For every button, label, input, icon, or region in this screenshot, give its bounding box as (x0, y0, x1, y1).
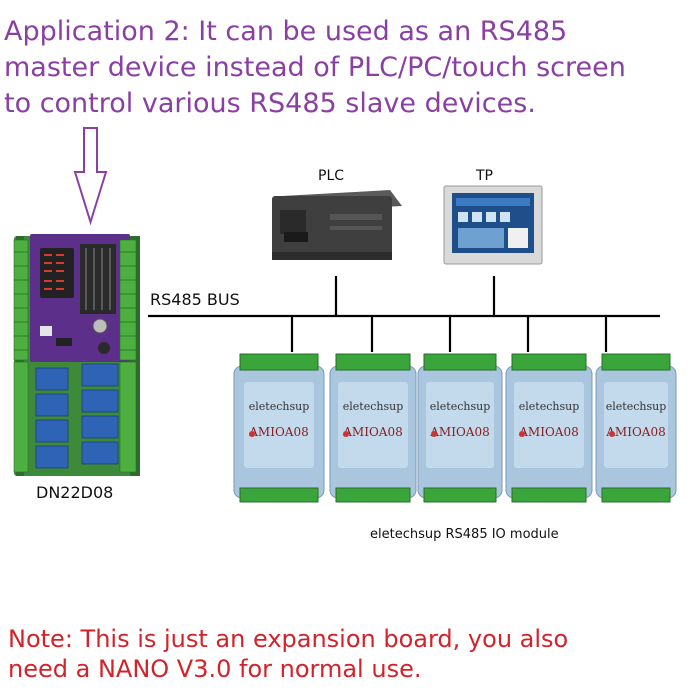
svg-text:eletechsup: eletechsup (249, 400, 309, 413)
io-module-5: eletechsup AMIOA08 (595, 353, 677, 503)
svg-text:AMIOA08: AMIOA08 (429, 425, 489, 439)
plc-device (272, 190, 402, 260)
board-label: DN22D08 (36, 483, 114, 502)
svg-text:eletechsup: eletechsup (343, 400, 403, 413)
svg-text:AMIOA08: AMIOA08 (342, 425, 402, 439)
note-line-2: need a NANO V3.0 for normal use. (8, 655, 422, 683)
note-text: Note: This is just an expansion board, y… (8, 624, 698, 684)
svg-text:eletechsup: eletechsup (430, 400, 490, 413)
io-module-1: eletechsup AMIOA08 (233, 353, 325, 503)
modules-caption: eletechsup RS485 IO module (370, 527, 559, 542)
headline-line-2: master device instead of PLC/PC/touch sc… (4, 52, 626, 83)
rs485-bus-label: RS485 BUS (150, 290, 240, 309)
io-module-4: eletechsup AMIOA08 (505, 353, 593, 503)
io-module-2: eletechsup AMIOA08 (329, 353, 417, 503)
svg-text:AMIOA08: AMIOA08 (518, 425, 578, 439)
svg-text:eletechsup: eletechsup (606, 400, 666, 413)
io-module-3: eletechsup AMIOA08 (417, 353, 503, 503)
svg-text:AMIOA08: AMIOA08 (605, 425, 665, 439)
dn22d08-board (13, 234, 140, 476)
headline-line-1: Application 2: It can be used as an RS48… (4, 16, 568, 47)
rs485-bus-lines (148, 276, 660, 352)
headline-line-3: to control various RS485 slave devices. (4, 88, 536, 119)
svg-text:eletechsup: eletechsup (519, 400, 579, 413)
down-arrow-icon (73, 127, 108, 226)
tp-label: TP (476, 168, 493, 184)
svg-text:AMIOA08: AMIOA08 (248, 425, 308, 439)
note-line-1: Note: This is just an expansion board, y… (8, 625, 569, 653)
touch-panel-device (443, 185, 543, 265)
headline-text: Application 2: It can be used as an RS48… (4, 14, 694, 122)
plc-label: PLC (318, 168, 345, 184)
